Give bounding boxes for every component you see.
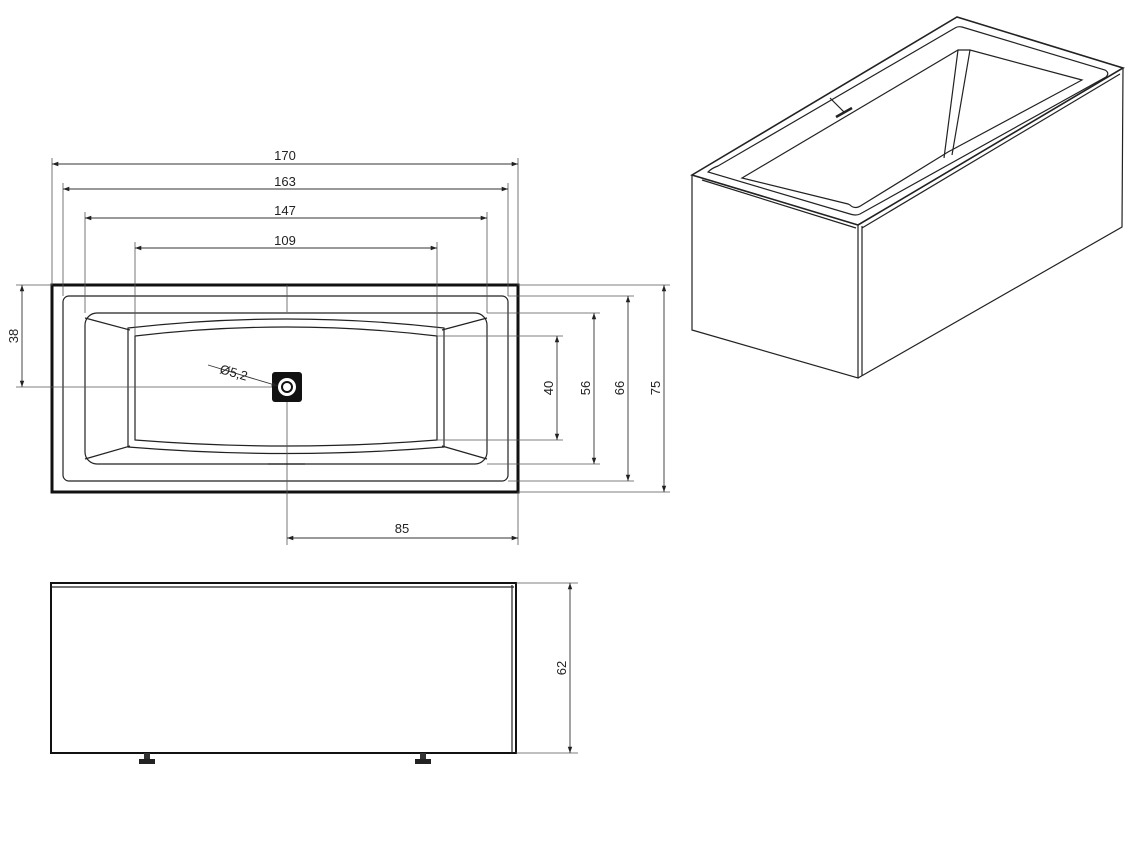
dim-40: 40 bbox=[541, 381, 556, 395]
dim-56: 56 bbox=[578, 381, 593, 395]
drain-diameter-label: Ø5,2 bbox=[218, 361, 249, 383]
plan-outer-edge bbox=[50, 283, 520, 494]
plan-view: Ø5,2 bbox=[50, 283, 520, 545]
dim-163: 163 bbox=[274, 174, 296, 189]
dim-38: 38 bbox=[6, 329, 21, 343]
isometric-view bbox=[690, 16, 1125, 379]
dim-109: 109 bbox=[274, 233, 296, 248]
dim-85: 85 bbox=[395, 521, 409, 536]
length-dimensions: 170 163 147 109 85 bbox=[51, 148, 519, 545]
dim-62: 62 bbox=[554, 661, 569, 675]
drain bbox=[272, 372, 302, 402]
plan-rim bbox=[62, 295, 509, 482]
side-view: 62 bbox=[50, 582, 578, 764]
dim-75: 75 bbox=[648, 381, 663, 395]
dim-170: 170 bbox=[274, 148, 296, 163]
dim-66: 66 bbox=[612, 381, 627, 395]
foot-left bbox=[139, 753, 155, 764]
foot-right bbox=[415, 753, 431, 764]
width-dimensions: 75 66 56 40 38 bbox=[6, 284, 670, 493]
dim-147: 147 bbox=[274, 203, 296, 218]
